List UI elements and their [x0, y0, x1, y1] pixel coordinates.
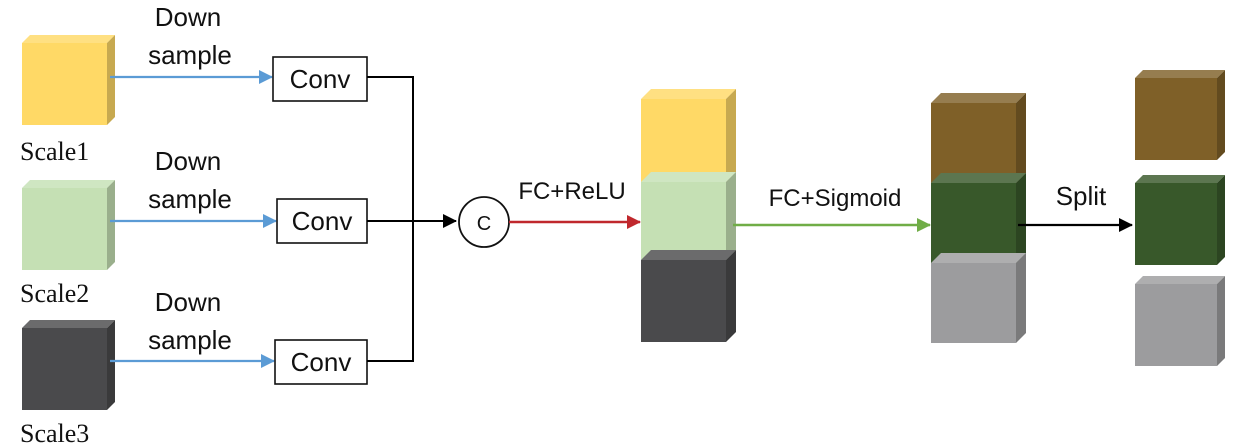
scale1-cube	[22, 35, 115, 125]
merge-line-bottom	[367, 221, 414, 362]
cube-side-face	[726, 250, 736, 342]
cube-front-face	[931, 183, 1016, 263]
cube-top-face	[1135, 276, 1225, 284]
cube-top-face	[641, 172, 736, 182]
stack-feature-scale3	[641, 250, 736, 342]
cube-top-face	[22, 35, 115, 43]
cube-side-face	[1016, 253, 1026, 343]
cube-top-face	[1135, 70, 1225, 78]
downsample1-label-line2: sample	[148, 40, 232, 70]
concat-symbol: C	[477, 213, 491, 235]
cube-side-face	[1016, 93, 1026, 183]
scale3-cube	[22, 320, 115, 410]
cube-top-face	[931, 173, 1026, 183]
split-output-top	[1135, 70, 1225, 160]
merge-line-top	[367, 76, 414, 221]
downsample3-label-line2: sample	[148, 325, 232, 355]
cube-top-face	[22, 180, 115, 188]
cube-front-face	[931, 103, 1016, 183]
cube-front-face	[931, 263, 1016, 343]
split-label: Split	[1056, 181, 1107, 211]
cube-side-face	[726, 172, 736, 260]
scale1-label: Scale1	[20, 137, 89, 166]
cube-side-face	[726, 89, 736, 182]
downsample3-label-line1: Down	[155, 287, 221, 317]
conv2-box: Conv	[276, 198, 368, 244]
cube-front-face	[1135, 183, 1217, 265]
cube-side-face	[107, 320, 115, 410]
cube-side-face	[1016, 173, 1026, 263]
conv3-label: Conv	[291, 347, 352, 377]
cube-top-face	[931, 93, 1026, 103]
stack-feature-scale2	[641, 172, 736, 260]
cube-top-face	[931, 253, 1026, 263]
cube-front-face	[22, 188, 107, 270]
cube-top-face	[641, 89, 736, 99]
split-output-middle	[1135, 175, 1225, 265]
downsample1-label-line1: Down	[155, 2, 221, 32]
cube-top-face	[22, 320, 115, 328]
cube-side-face	[107, 35, 115, 125]
cube-side-face	[1217, 175, 1225, 265]
conv1-box: Conv	[272, 56, 368, 102]
cube-side-face	[107, 180, 115, 270]
concat-node: C	[458, 196, 510, 248]
weighted-stack-top	[931, 93, 1026, 183]
cube-front-face	[22, 43, 107, 125]
weighted-stack-bottom	[931, 253, 1026, 343]
weighted-stack-middle	[931, 173, 1026, 263]
scale2-cube	[22, 180, 115, 270]
cube-front-face	[22, 328, 107, 410]
cube-front-face	[1135, 78, 1217, 160]
fc-relu-label: FC+ReLU	[518, 178, 625, 205]
downsample2-label-line1: Down	[155, 146, 221, 176]
cube-front-face	[1135, 284, 1217, 366]
cube-side-face	[1217, 276, 1225, 366]
cube-top-face	[1135, 175, 1225, 183]
scale2-label: Scale2	[20, 279, 89, 308]
cube-top-face	[641, 250, 736, 260]
split-output-bottom	[1135, 276, 1225, 366]
conv1-label: Conv	[290, 64, 351, 94]
cube-front-face	[641, 182, 726, 260]
conv2-label: Conv	[292, 206, 353, 236]
downsample2-label-line2: sample	[148, 184, 232, 214]
conv3-box: Conv	[274, 339, 368, 385]
fc-sigmoid-label: FC+Sigmoid	[769, 185, 902, 212]
scale3-label: Scale3	[20, 419, 89, 446]
stack-feature-scale1	[641, 89, 736, 182]
cube-front-face	[641, 99, 726, 182]
cube-front-face	[641, 260, 726, 342]
cube-side-face	[1217, 70, 1225, 160]
